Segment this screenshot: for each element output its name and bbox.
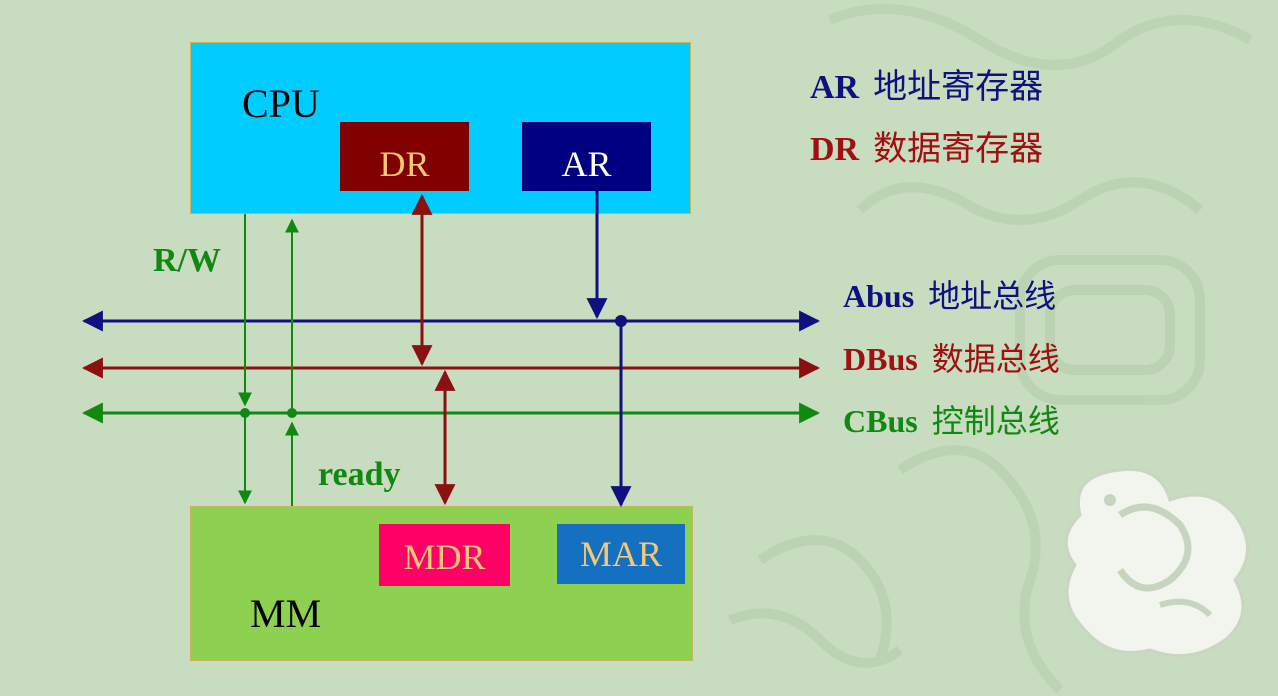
- ready-signal-label: ready: [318, 456, 401, 493]
- dr-register: DR: [340, 122, 469, 191]
- legend-dr: DR 数据寄存器: [810, 132, 1043, 167]
- rw-junction: [240, 408, 250, 418]
- legend-abus-desc: 地址总线: [928, 277, 1057, 315]
- legend-dbus-key: DBus: [843, 341, 918, 377]
- legend-ar: AR 地址寄存器: [810, 70, 1043, 105]
- legend-abus: Abus 地址总线: [843, 280, 1056, 312]
- legend-cbus: CBus 控制总线: [843, 405, 1060, 437]
- legend-abus-key: Abus: [843, 278, 915, 314]
- legend-dbus-desc: 数据总线: [931, 340, 1060, 378]
- legend-ar-key: AR: [810, 69, 860, 106]
- mdr-register: MDR: [379, 524, 510, 586]
- legend-cbus-key: CBus: [843, 403, 918, 439]
- legend-dr-desc: 数据寄存器: [873, 129, 1044, 169]
- cloud-dragon-motif-icon: [1064, 467, 1249, 658]
- ar-register: AR: [522, 122, 651, 191]
- legend-ar-desc: 地址寄存器: [873, 67, 1044, 107]
- mm-title: MM: [250, 591, 322, 636]
- mar-register: MAR: [557, 524, 685, 584]
- ready-junction: [287, 408, 297, 418]
- legend-dr-key: DR: [810, 131, 860, 168]
- legend-dbus: DBus 数据总线: [843, 343, 1060, 375]
- cpu-title: CPU: [242, 81, 320, 126]
- legend-cbus-desc: 控制总线: [931, 402, 1060, 440]
- rw-signal-label: R/W: [153, 242, 221, 279]
